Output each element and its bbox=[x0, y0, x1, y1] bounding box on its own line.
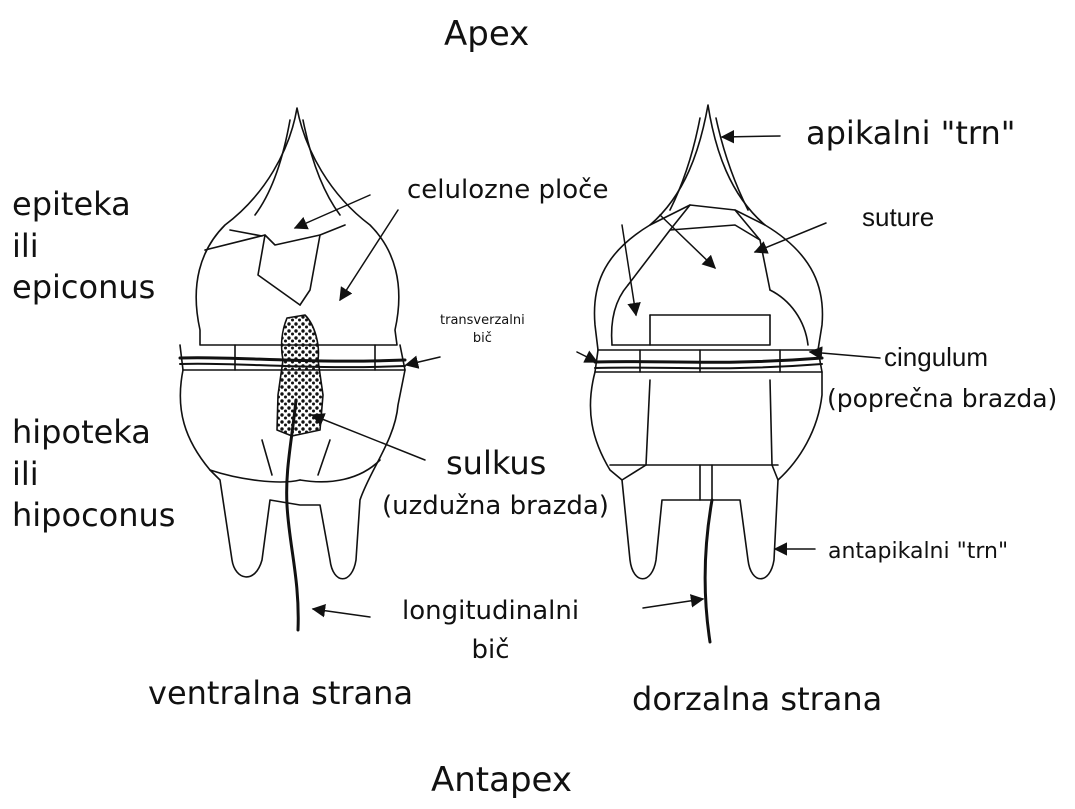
cingulum-label: cingulum bbox=[884, 343, 988, 372]
epiteka-line-1: epiteka bbox=[12, 184, 155, 226]
poprecna-brazda-label: (poprečna brazda) bbox=[827, 385, 1057, 413]
antapex-label: Antapex bbox=[431, 762, 572, 799]
dorzalna-strana-label: dorzalna strana bbox=[632, 682, 882, 717]
apikalni-trn-label: apikalni "trn" bbox=[806, 116, 1015, 151]
epiteka-line-3: epiconus bbox=[12, 267, 155, 309]
dorsal-cell bbox=[590, 105, 822, 642]
apex-label: Apex bbox=[444, 16, 529, 53]
hipoteka-line-2: ili bbox=[12, 454, 175, 496]
longitudinalni-bic-line-1: longitudinalni bbox=[402, 592, 579, 631]
ventral-cell bbox=[180, 108, 405, 630]
epiteka-line-2: ili bbox=[12, 226, 155, 268]
longitudinalni-bic-line-2: bič bbox=[402, 631, 579, 670]
hipoteka-line-1: hipoteka bbox=[12, 412, 175, 454]
leader-arrows bbox=[295, 136, 880, 617]
uzduzna-brazda-label: (uzdužna brazda) bbox=[382, 492, 609, 521]
transverzalni-bic-line-1: transverzalni bbox=[440, 312, 525, 330]
transverzalni-bic-line-2: bič bbox=[440, 330, 525, 348]
antapikalni-trn-label: antapikalni "trn" bbox=[828, 540, 1008, 564]
dorsal-longitudinal-flagellum bbox=[705, 500, 712, 642]
ventralna-strana-label: ventralna strana bbox=[148, 676, 413, 711]
longitudinalni-bic-label: longitudinalni bič bbox=[402, 592, 579, 670]
celulozne-ploce-label: celulozne ploče bbox=[407, 176, 608, 205]
epiteka-label: epiteka ili epiconus bbox=[12, 184, 155, 309]
suture-label: suture bbox=[862, 203, 934, 232]
hipoteka-label: hipoteka ili hipoconus bbox=[12, 412, 175, 537]
sulkus-label: sulkus bbox=[446, 446, 546, 481]
hipoteka-line-3: hipoconus bbox=[12, 495, 175, 537]
sulcus-region bbox=[277, 315, 323, 436]
transverzalni-bic-label: transverzalni bič bbox=[440, 312, 525, 347]
